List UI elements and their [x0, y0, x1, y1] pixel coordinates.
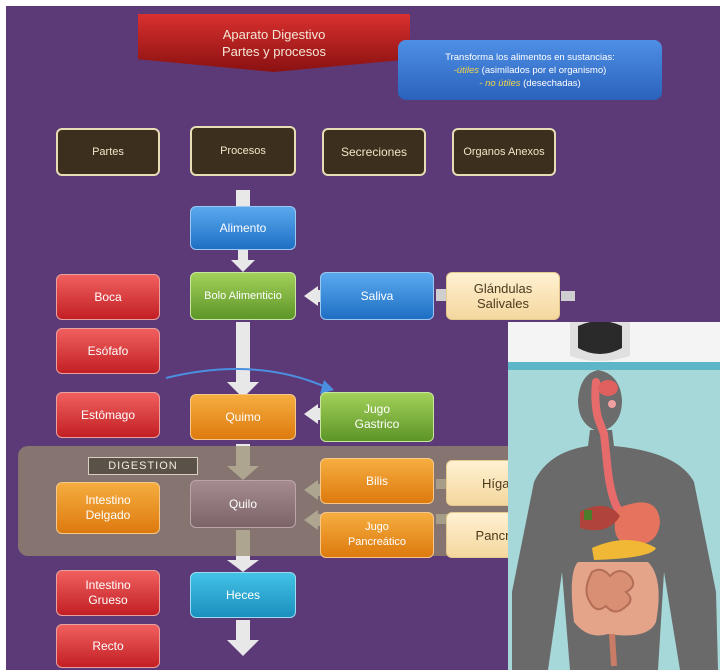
part-estomago: Estômago: [56, 392, 160, 438]
callout-line1: Transforma los alimentos en sustancias:: [445, 51, 615, 63]
callout-no-utiles: - no útiles: [479, 77, 521, 89]
arrow-saliva-bolo: [304, 286, 318, 306]
process-quimo: Quimo: [190, 394, 296, 440]
arrow-alimento-bolo-stem: [238, 250, 248, 264]
callout-utiles: -útiles: [453, 64, 480, 76]
part-intestino-grueso: Intestino Grueso: [56, 570, 160, 616]
definition-callout: Transforma los alimentos en sustancias: …: [398, 40, 662, 100]
header-organos-anexos: Organos Anexos: [452, 128, 556, 176]
digestion-label: DIGESTION: [88, 457, 198, 475]
arrow-heces-out-head: [227, 640, 259, 656]
curved-arrow: [165, 368, 329, 389]
part-boca: Boca: [56, 274, 160, 320]
callout-line3: - no útiles (desechadas): [479, 77, 580, 90]
arrow-heces-out-stem: [236, 620, 250, 642]
callout-no-utiles-desc: (desechadas): [520, 77, 581, 89]
arrow-quilo-heces-head: [227, 560, 259, 572]
title-line2: Partes y procesos: [221, 44, 327, 59]
process-bolo-alimenticio: Bolo Alimenticio: [190, 272, 296, 320]
arrow-jugo-quimo: [304, 404, 318, 424]
part-esofago: Esófafo: [56, 328, 160, 374]
title-banner: Aparato Digestivo Partes y procesos: [138, 14, 410, 72]
header-procesos: Procesos: [190, 126, 296, 176]
callout-utiles-desc: (asimilados por el organismo): [479, 64, 607, 76]
secretion-jugo-gastrico: Jugo Gastrico: [320, 392, 434, 442]
arrow-bolo-quimo-head: [227, 382, 259, 398]
organ-glandulas-salivales: Glándulas Salivales: [446, 272, 560, 320]
secretion-bilis: Bilis: [320, 458, 434, 504]
arrow-to-alimento: [236, 190, 250, 208]
secretion-saliva: Saliva: [320, 272, 434, 320]
arrow-alimento-bolo-head: [231, 260, 255, 272]
part-recto: Recto: [56, 624, 160, 668]
part-intestino-delgado: Intestino Delgado: [56, 482, 160, 534]
process-quilo: Quilo: [190, 480, 296, 528]
title-line1: Aparato Digestivo: [222, 27, 326, 42]
secretion-jugo-pancreatico: Jugo Pancreático: [320, 512, 434, 558]
header-partes: Partes: [56, 128, 160, 176]
arrow-bolo-quimo-stem: [236, 322, 250, 384]
header-secreciones: Secreciones: [322, 128, 426, 176]
callout-line2: -útiles (asimilados por el organismo): [454, 64, 607, 77]
process-alimento: Alimento: [190, 206, 296, 250]
process-heces: Heces: [190, 572, 296, 618]
digestive-system-illustration: [508, 322, 720, 670]
